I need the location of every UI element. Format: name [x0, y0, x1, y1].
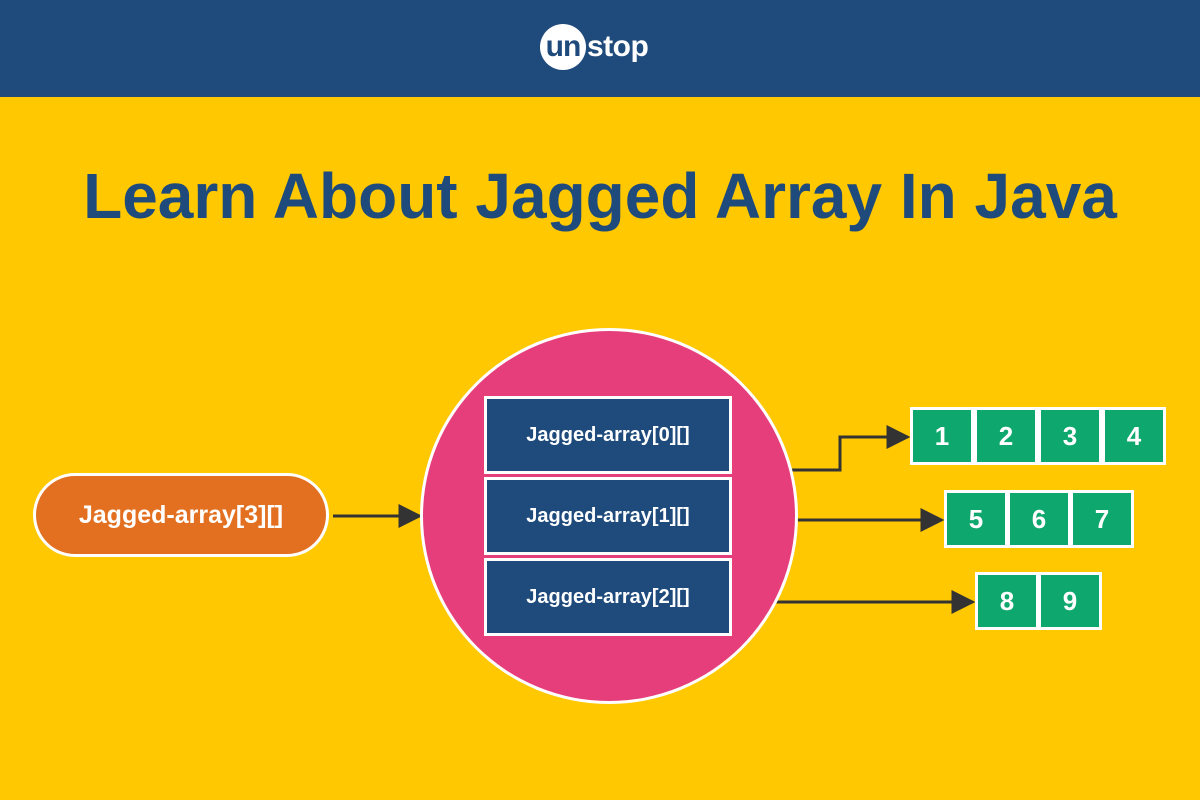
array-cell: 3 [1038, 407, 1102, 465]
array-cell: 6 [1007, 490, 1071, 548]
unstop-logo[interactable]: un stop [540, 22, 649, 72]
array-cell: 7 [1070, 490, 1134, 548]
row-box-1: Jagged-array[1][] [484, 477, 732, 555]
header-bar: un stop [0, 0, 1200, 97]
row-box-0: Jagged-array[0][] [484, 396, 732, 474]
array-cell: 4 [1102, 407, 1166, 465]
arrow-row0-to-values [791, 425, 911, 472]
logo-mark: un [540, 24, 586, 70]
row-box-2: Jagged-array[2][] [484, 558, 732, 636]
array-cell: 8 [975, 572, 1039, 630]
page-title: Learn About Jagged Array In Java [83, 160, 1117, 232]
outer-array-pill: Jagged-array[3][] [33, 473, 329, 557]
logo-text: stop [587, 30, 649, 63]
array-cell: 5 [944, 490, 1008, 548]
array-cell: 9 [1038, 572, 1102, 630]
array-cell: 1 [910, 407, 974, 465]
array-cell: 2 [974, 407, 1038, 465]
